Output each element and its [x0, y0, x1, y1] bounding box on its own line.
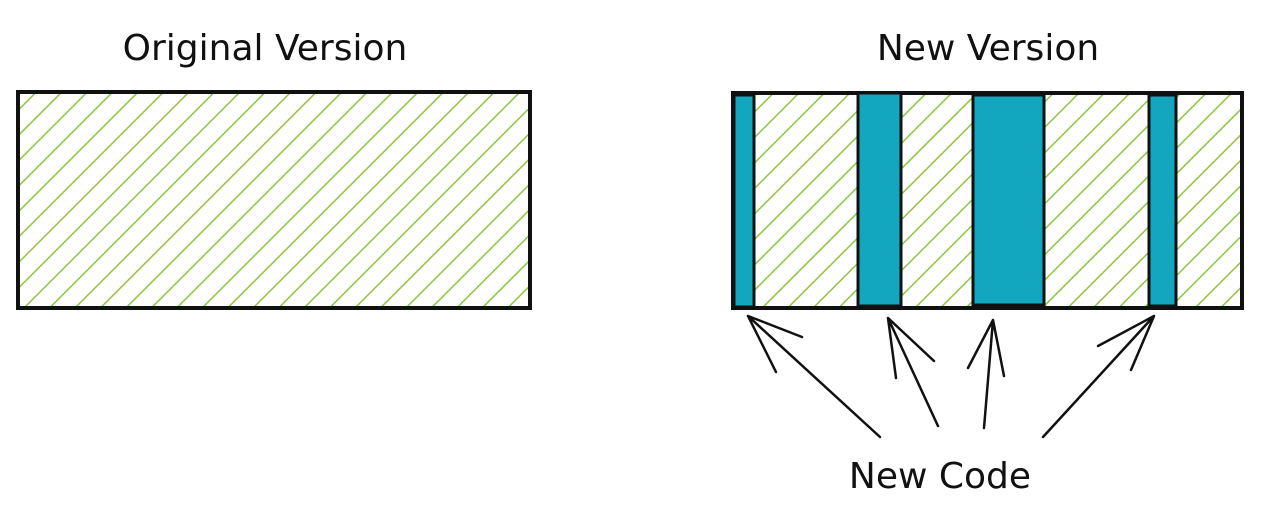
- callout-arrows: [746, 314, 1156, 439]
- new-code-segment-3: [971, 93, 1046, 307]
- new-code-label: New Code: [849, 456, 1031, 497]
- new-code-segment-1: [732, 93, 756, 309]
- arrow-to-segment-2: [886, 316, 940, 428]
- new-code-segment-2: [856, 91, 903, 308]
- arrow-to-segment-3: [966, 318, 1006, 430]
- original-version-box: [16, 90, 532, 310]
- new-code-segment-4: [1147, 93, 1178, 308]
- arrow-to-segment-4: [1041, 314, 1156, 439]
- title-original-version: Original Version: [123, 28, 408, 69]
- arrow-to-segment-1: [746, 314, 882, 439]
- new-code-segments: [732, 91, 1178, 309]
- title-new-version: New Version: [877, 28, 1099, 69]
